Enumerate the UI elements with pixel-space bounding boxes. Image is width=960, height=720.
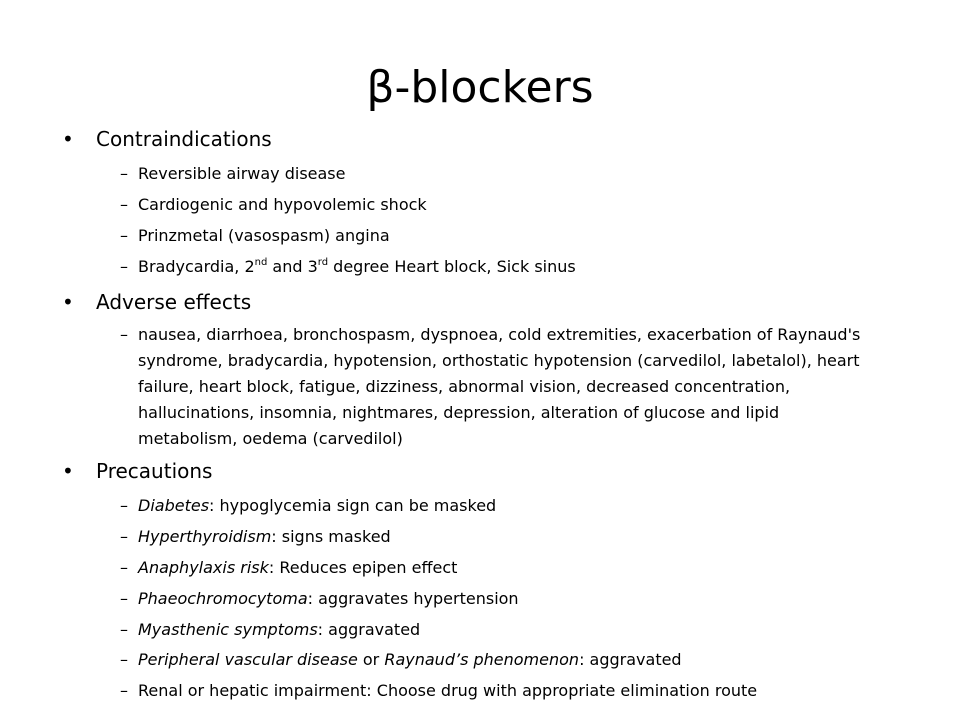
list-item: – Prinzmetal (vasospasm) angina: [120, 226, 390, 246]
heading-text: Precautions: [96, 459, 213, 483]
item-italic: Diabetes: [138, 496, 210, 515]
item-italic: Myasthenic symptoms: [138, 620, 318, 639]
dash-icon: –: [120, 325, 128, 344]
item-italic: Raynaud’s phenomenon: [384, 650, 580, 669]
item-text: nausea, diarrhoea, bronchospasm, dyspnoe…: [138, 325, 861, 448]
item-italic: Phaeochromocytoma: [138, 589, 308, 608]
item-text: : hypoglycemia sign can be masked: [209, 496, 497, 515]
bullet-icon: •: [62, 459, 74, 483]
slide-title: β-blockers: [366, 62, 594, 113]
item-italic: Anaphylaxis risk: [138, 558, 269, 577]
heading-text: Contraindications: [96, 127, 272, 151]
superscript: rd: [317, 256, 329, 268]
dash-icon: –: [120, 620, 128, 639]
dash-icon: –: [120, 195, 128, 214]
item-text: : signs masked: [271, 527, 391, 546]
bullet-icon: •: [62, 290, 74, 314]
dash-icon: –: [120, 527, 128, 546]
list-item: – Renal or hepatic impairment: Choose dr…: [120, 681, 758, 701]
item-text: : aggravated: [579, 650, 682, 669]
item-text-part: degree Heart block, Sick sinus: [328, 257, 576, 276]
list-item: – Cardiogenic and hypovolemic shock: [120, 195, 427, 215]
item-text: Prinzmetal (vasospasm) angina: [138, 226, 390, 245]
dash-icon: –: [120, 496, 128, 515]
item-italic: Hyperthyroidism: [138, 527, 272, 546]
list-item: – Bradycardia, 2nd and 3rd degree Heart …: [120, 256, 576, 277]
item-text-part: and 3: [267, 257, 318, 276]
list-item: – Anaphylaxis risk: Reduces epipen effec…: [120, 558, 458, 578]
dash-icon: –: [120, 589, 128, 608]
item-text: Cardiogenic and hypovolemic shock: [138, 195, 427, 214]
section-heading-adverse-effects: • Adverse effects: [62, 289, 252, 315]
list-item: – Phaeochromocytoma: aggravates hyperten…: [120, 589, 519, 609]
superscript: nd: [254, 256, 268, 268]
list-item: – Hyperthyroidism: signs masked: [120, 527, 391, 547]
list-item: – Reversible airway disease: [120, 164, 346, 184]
item-text: : Reduces epipen effect: [268, 558, 458, 577]
dash-icon: –: [120, 650, 128, 669]
list-item: – nausea, diarrhoea, bronchospasm, dyspn…: [120, 322, 880, 452]
item-text: : aggravates hypertension: [307, 589, 519, 608]
section-heading-contraindications: • Contraindications: [62, 126, 272, 152]
dash-icon: –: [120, 164, 128, 183]
list-item: – Peripheral vascular disease or Raynaud…: [120, 650, 682, 670]
item-text: or: [357, 650, 385, 669]
list-item: – Myasthenic symptoms: aggravated: [120, 620, 421, 640]
item-text-part: Bradycardia, 2: [138, 257, 255, 276]
dash-icon: –: [120, 681, 128, 700]
bullet-icon: •: [62, 127, 74, 151]
dash-icon: –: [120, 257, 128, 276]
item-italic: Peripheral vascular disease: [138, 650, 358, 669]
list-item: – Diabetes: hypoglycemia sign can be mas…: [120, 496, 497, 516]
item-text: Reversible airway disease: [138, 164, 346, 183]
section-heading-precautions: • Precautions: [62, 458, 213, 484]
dash-icon: –: [120, 226, 128, 245]
dash-icon: –: [120, 558, 128, 577]
heading-text: Adverse effects: [96, 290, 252, 314]
item-text: Renal or hepatic impairment: Choose drug…: [138, 681, 758, 700]
item-text: : aggravated: [317, 620, 421, 639]
